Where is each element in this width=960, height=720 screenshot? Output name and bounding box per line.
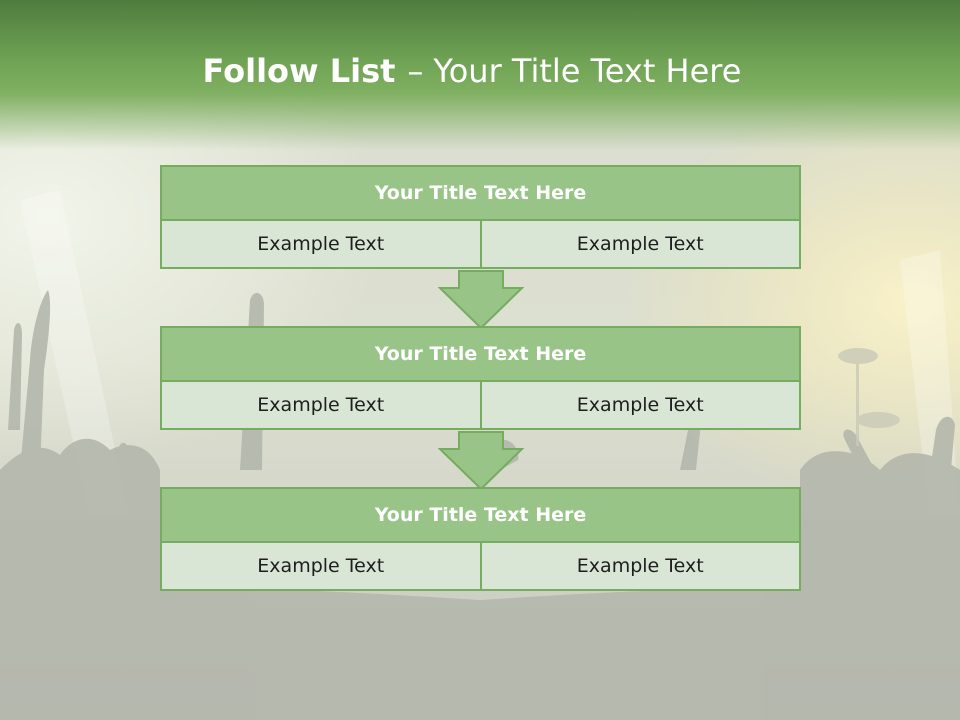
slide-title-dash: – — [407, 52, 424, 90]
down-arrow-icon — [438, 270, 524, 330]
title-band — [0, 0, 960, 150]
block-title: Your Title Text Here — [160, 487, 801, 543]
block-row: Example Text Example Text — [160, 219, 801, 269]
block-cell-left: Example Text — [160, 541, 482, 591]
block-row: Example Text Example Text — [160, 541, 801, 591]
block-title: Your Title Text Here — [160, 165, 801, 221]
block-cell-left: Example Text — [160, 219, 482, 269]
block-cell-left: Example Text — [160, 380, 482, 430]
slide-title-rest: Your Title Text Here — [433, 52, 742, 90]
block-cell-right: Example Text — [479, 219, 801, 269]
block-cell-right: Example Text — [479, 380, 801, 430]
block-row: Example Text Example Text — [160, 380, 801, 430]
down-arrow-icon — [438, 431, 524, 491]
list-block-2: Your Title Text Here Example Text Exampl… — [160, 326, 801, 430]
list-block-3: Your Title Text Here Example Text Exampl… — [160, 487, 801, 591]
list-block-1: Your Title Text Here Example Text Exampl… — [160, 165, 801, 269]
slide-title: Follow List–Your Title Text Here — [0, 52, 944, 90]
slide-title-bold: Follow List — [202, 52, 396, 90]
block-title: Your Title Text Here — [160, 326, 801, 382]
block-cell-right: Example Text — [479, 541, 801, 591]
